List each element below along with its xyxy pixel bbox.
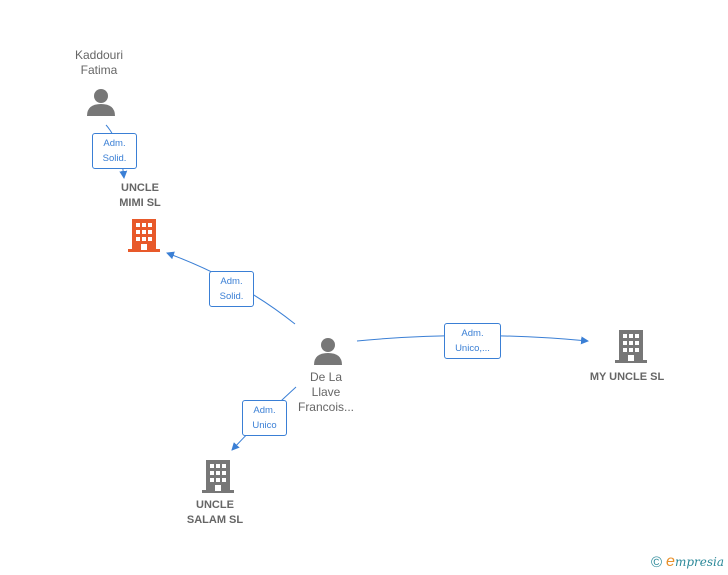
node-label-de-la-llave[interactable]: De La Llave Francois...	[297, 370, 354, 414]
copyright-icon: ©	[650, 553, 663, 571]
building-icon[interactable]	[615, 330, 647, 363]
edge-label-llave-to-salam[interactable]: Adm. Unico	[242, 400, 287, 436]
brand-logo: empresia	[666, 553, 724, 570]
node-label-uncle-mimi[interactable]: UNCLE MIMI SL	[119, 182, 161, 209]
node-label-uncle-salam[interactable]: UNCLE SALAM SL	[186, 499, 244, 526]
person-icon[interactable]	[87, 89, 115, 116]
building-icon[interactable]	[202, 460, 234, 493]
brand-footer: © empresia	[651, 553, 724, 571]
edge-label-llave-to-mimi[interactable]: Adm. Solid.	[209, 271, 254, 307]
edge-label-llave-to-my-uncle[interactable]: Adm. Unico,...	[444, 323, 501, 359]
person-icon[interactable]	[314, 338, 342, 365]
building-icon[interactable]	[128, 219, 160, 252]
node-label-kaddouri[interactable]: Kaddouri Fatima	[74, 48, 124, 77]
node-label-my-uncle[interactable]: MY UNCLE SL	[589, 371, 665, 383]
edge-label-kaddouri-to-mimi[interactable]: Adm. Solid.	[92, 133, 137, 169]
